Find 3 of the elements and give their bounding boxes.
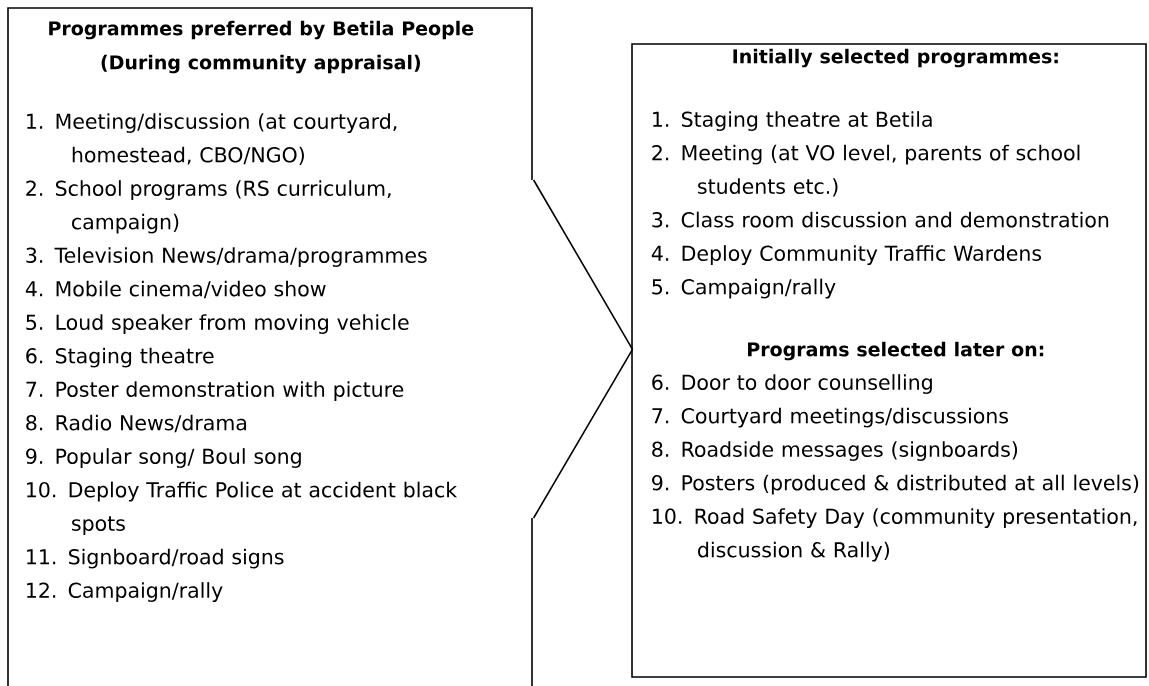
chevron-connector <box>532 179 634 519</box>
list-box: Programmes preferred by Betila People (During community appraisal) 1. Meeting/discussion (at courtyard, homestead, CBO/NGO) 2. School programs (RS curriculum, campaign) 3. Television News/drama/programmes 4. Mobile cinema/video show 5. Loud speaker from moving vehicle 6. Staging theatre 7. Poster demonstration with picture 8. Radio News/drama 9. Popular song/ Boul song 10. Deploy Traffic Police at accident black spots 11. Signboard/road signs 12. Campaign/rally <box>7 7 533 686</box>
list-box: Initially selected programmes: 1. Staging theatre at Betila 2. Meeting (at VO level, parents of school students etc.) 3. Class room discussion and demonstration 4. Deploy Community Traffic Wardens 5. Campaign/rally Programs selected later on: 6. Door to door counselling 7. Courtyard meetings/discussions 8. Roadside messages (signboards) 9. Posters (produced & distributed at all levels) 10. Road Safety Day (community presentation, discussion & Rally) <box>631 43 1147 678</box>
